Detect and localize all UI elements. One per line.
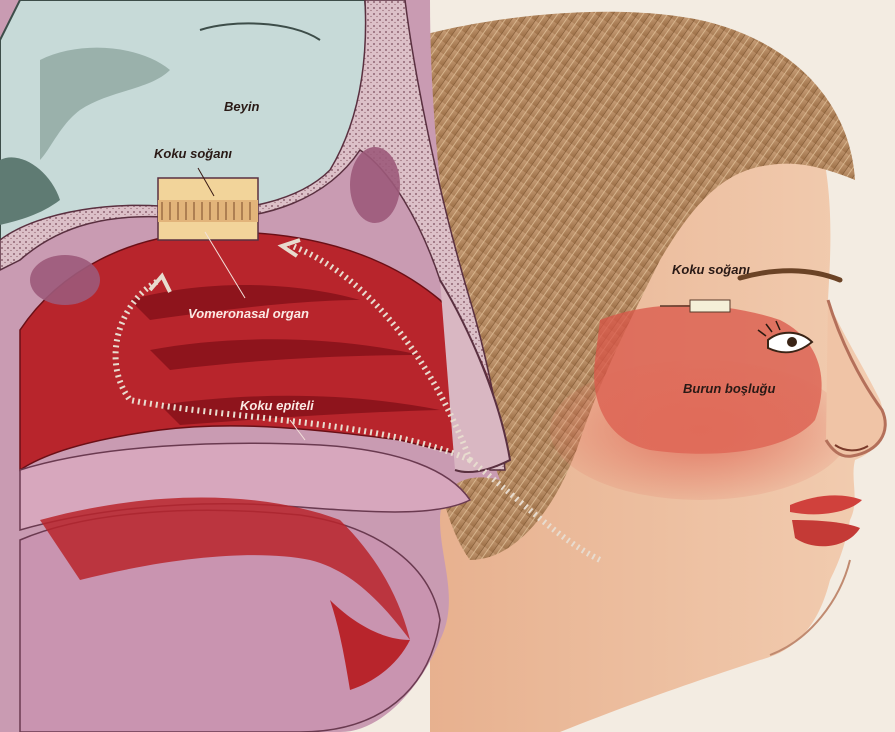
- label-koku-soganı-face: Koku soğanı: [672, 262, 750, 277]
- eye-iris: [787, 337, 797, 347]
- face-olfactory-bulb: [690, 300, 730, 312]
- label-beyin: Beyin: [224, 99, 259, 114]
- sinus-right: [350, 147, 400, 223]
- label-vomeronasal-organ: Vomeronasal organ: [188, 306, 309, 321]
- label-burun-boslugu: Burun boşluğu: [683, 381, 775, 396]
- olfactory-bulb-inner: [158, 200, 258, 222]
- sinus-left: [30, 255, 100, 305]
- label-koku-soganı-section: Koku soğanı: [154, 146, 232, 161]
- label-koku-epiteli: Koku epiteli: [240, 398, 314, 413]
